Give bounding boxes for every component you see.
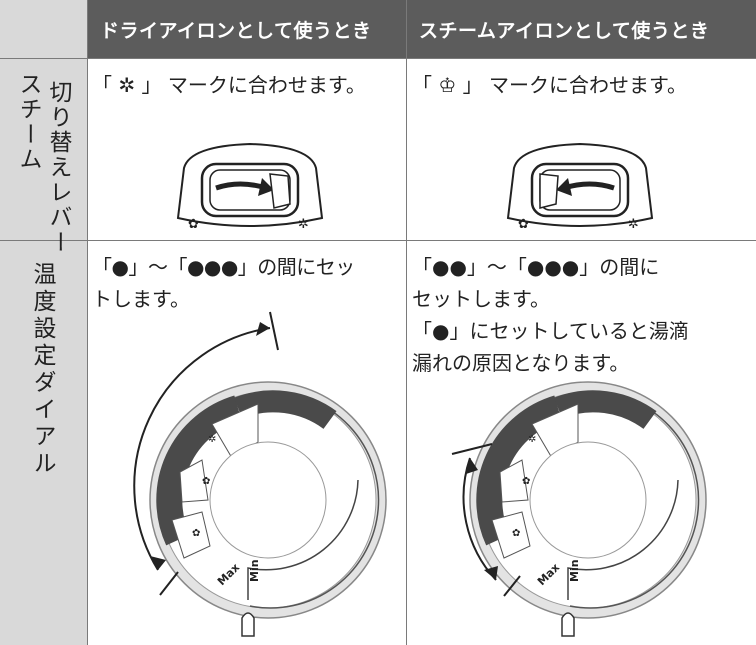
svg-text:✿: ✿ <box>192 528 200 539</box>
svg-text:Min: Min <box>568 559 581 582</box>
row-label-dial: 温度設定ダイアル <box>29 262 55 478</box>
row-label-lever-line1: 切り替えレバー <box>45 80 71 255</box>
header-dry-iron: ドライアイロンとして使うとき <box>88 0 406 58</box>
svg-text:✿: ✿ <box>202 476 210 487</box>
dial-steam-text-1: 「●●」～「●●●」の間に <box>412 255 660 279</box>
svg-text:✿: ✿ <box>188 217 199 232</box>
lever-steam-illustration: ✿ ✲ <box>506 142 654 232</box>
grid-line <box>0 240 756 241</box>
dial-steam-text-3: 「●」にセットしていると湯滴 <box>412 319 689 343</box>
svg-text:Min: Min <box>248 559 261 582</box>
lever-dry-illustration: ✿ ✲ <box>176 142 324 232</box>
grid-line <box>87 0 88 645</box>
temperature-dial-dry: Max Min ✿ ✲ ✿ <box>133 311 387 637</box>
svg-text:✿: ✿ <box>512 528 520 539</box>
grid-line <box>406 0 407 645</box>
table-corner <box>0 0 87 58</box>
svg-text:✲: ✲ <box>528 434 536 445</box>
svg-text:✲: ✲ <box>628 217 639 232</box>
dial-dry-text-2: トします。 <box>92 287 190 311</box>
dial-steam-text-2: セットします。 <box>412 287 550 311</box>
svg-text:✲: ✲ <box>298 217 309 232</box>
row-label-dial-cell <box>0 241 87 645</box>
svg-text:✿: ✿ <box>522 476 530 487</box>
row-label-lever-cell <box>0 59 87 240</box>
grid-line <box>0 58 756 59</box>
svg-text:✲: ✲ <box>208 434 216 445</box>
dial-steam-text-4: 漏れの原因となります。 <box>412 351 630 375</box>
lever-steam-text: 「 ♔ 」 マークに合わせます。 <box>412 73 688 97</box>
row-label-lever-line2: スチーム <box>15 72 41 172</box>
lever-dry-text: 「 ✲ 」 マークに合わせます。 <box>92 73 366 97</box>
dial-dry-text-1: 「●」～「●●●」の間にセッ <box>92 255 355 279</box>
header-steam-iron: スチームアイロンとして使うとき <box>407 0 756 58</box>
svg-text:✿: ✿ <box>518 217 529 232</box>
temperature-dial-steam: Max Min ✿ ✲ ✿ <box>451 381 707 637</box>
